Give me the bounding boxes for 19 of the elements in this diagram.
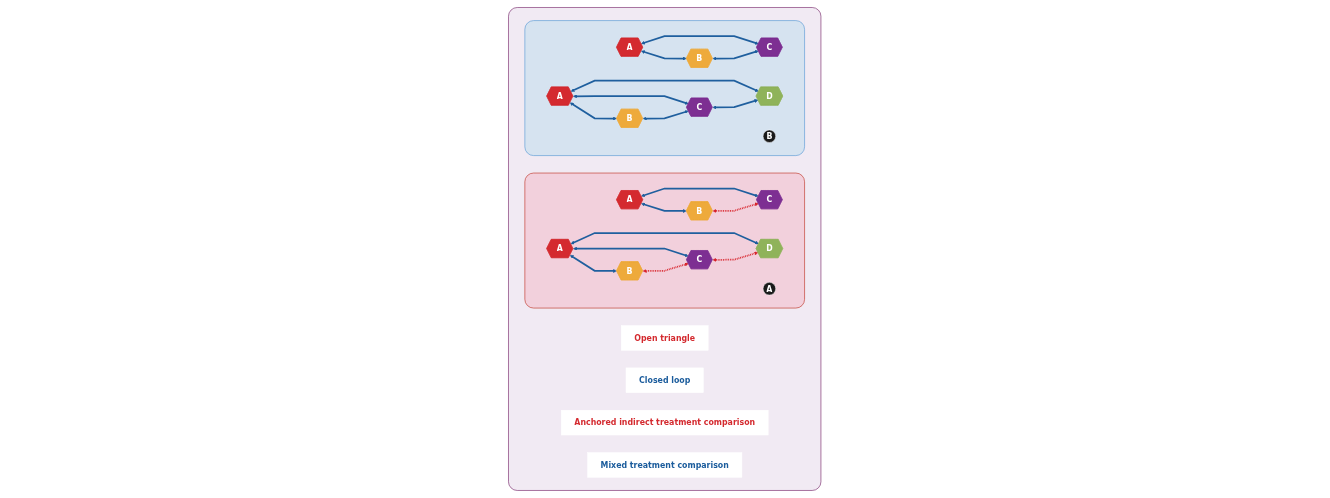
arrow [641, 187, 759, 198]
arrow [570, 79, 760, 92]
arrow [570, 102, 618, 121]
arrow [643, 110, 689, 121]
arrow [712, 50, 759, 61]
arrow [573, 246, 689, 258]
arrow [712, 251, 759, 262]
cluster [524, 172, 806, 309]
arrow [643, 262, 689, 273]
arrow [570, 255, 618, 273]
arrow [570, 232, 760, 245]
arrow [641, 50, 687, 61]
arrow [712, 99, 759, 110]
cluster [508, 7, 822, 491]
arrow [573, 94, 689, 105]
arrow [641, 35, 759, 45]
cluster [524, 20, 806, 156]
arrow [641, 202, 687, 213]
arrow [712, 202, 759, 213]
